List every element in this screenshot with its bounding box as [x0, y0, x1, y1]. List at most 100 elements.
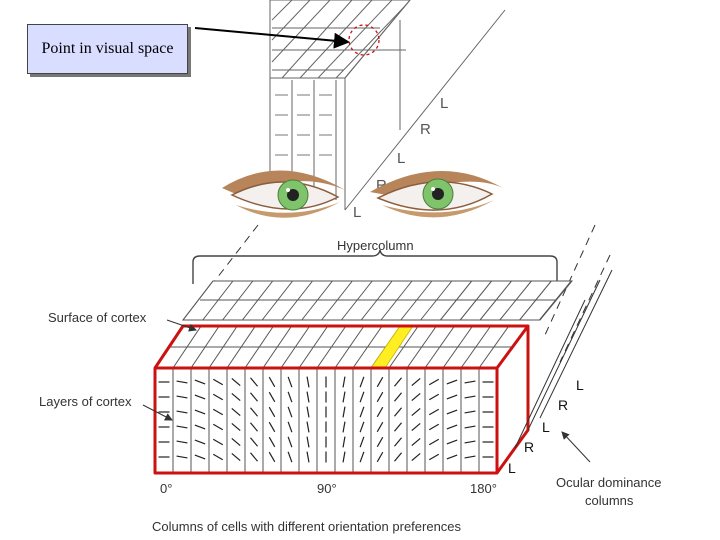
orientation-tick	[464, 380, 476, 384]
orientation-tick	[250, 377, 258, 387]
projection-dashes	[199, 224, 611, 363]
orientation-tick	[250, 452, 258, 462]
lower-letter-2: R	[558, 397, 568, 413]
orientation-tick	[231, 408, 241, 416]
orientation-tick	[194, 394, 206, 400]
orientation-tick	[464, 410, 476, 414]
orientation-tick	[306, 436, 310, 448]
left-eye	[222, 170, 345, 218]
orientation-tick	[287, 451, 293, 463]
orientation-tick	[250, 407, 258, 417]
orientation-tick	[250, 437, 258, 447]
orientation-tick	[428, 393, 440, 401]
orientation-tick	[464, 455, 476, 459]
orientation-tick	[376, 421, 384, 433]
upper-eye-letters: L R L R L	[353, 95, 448, 221]
orientation-tick	[268, 436, 276, 448]
orientation-tick	[268, 376, 276, 388]
right-eye	[370, 170, 503, 218]
orientation-tick	[306, 406, 310, 418]
ocular-dominance-label-line2: columns	[585, 493, 634, 508]
orientation-tick	[428, 423, 440, 431]
orientation-tick	[428, 378, 440, 386]
orientation-tick	[411, 378, 421, 386]
orientation-tick	[212, 438, 224, 446]
orientation-columns-caption: Columns of cells with different orientat…	[152, 519, 462, 534]
upper-letter-3: L	[397, 150, 405, 167]
orientation-tick	[428, 408, 440, 416]
orientation-tick	[394, 392, 402, 402]
orientation-tick	[464, 425, 476, 429]
orientation-tick	[194, 439, 206, 445]
lower-letter-3: L	[542, 419, 550, 435]
orientation-tick	[342, 391, 346, 403]
orientation-tick	[394, 422, 402, 432]
orientation-tick	[342, 451, 346, 463]
orientation-tick	[250, 392, 258, 402]
orientation-tick	[287, 376, 293, 388]
orientation-tick	[464, 440, 476, 444]
orientation-tick	[359, 451, 365, 463]
orientation-tick	[306, 391, 310, 403]
orientation-tick	[428, 453, 440, 461]
surface-of-cortex-label: Surface of cortex	[48, 310, 147, 325]
lower-letter-4: R	[524, 439, 534, 455]
orientation-tick	[194, 424, 206, 430]
hypercolumn-brace	[192, 249, 558, 284]
orientation-tick	[446, 454, 458, 460]
orientation-tick	[306, 376, 310, 388]
orientation-tick	[212, 423, 224, 431]
orientation-tick	[176, 410, 188, 414]
orientation-tick	[176, 455, 188, 459]
orientation-tick	[342, 436, 346, 448]
column-dividers	[172, 368, 480, 473]
orientation-tick	[231, 378, 241, 386]
surface-hatching-upper	[182, 280, 572, 321]
orientation-tick	[194, 379, 206, 385]
orientation-tick	[411, 423, 421, 431]
orientation-tick	[359, 421, 365, 433]
orientation-tick	[231, 453, 241, 461]
upper-letter-5: L	[353, 204, 361, 221]
orientation-tick	[394, 407, 402, 417]
orientation-tick	[376, 406, 384, 418]
orientation-tick	[287, 406, 293, 418]
orientation-tick	[342, 406, 346, 418]
label-pointers	[142, 319, 591, 463]
orientation-tick	[212, 408, 224, 416]
orientation-tick	[287, 436, 293, 448]
layers-of-cortex-label: Layers of cortex	[39, 394, 132, 409]
orientation-tick	[194, 409, 206, 415]
lower-eye-letters: L R L R L	[508, 377, 584, 476]
orientation-tick	[464, 395, 476, 399]
orientation-tick	[359, 376, 365, 388]
orientation-tick	[446, 409, 458, 415]
orientation-tick	[268, 406, 276, 418]
orientation-tick	[194, 454, 206, 460]
visual-point-marker	[348, 24, 380, 56]
orientation-tick	[411, 393, 421, 401]
orientation-tick	[446, 424, 458, 430]
orientation-tick	[411, 438, 421, 446]
orientation-tick	[359, 391, 365, 403]
orientation-tick	[212, 453, 224, 461]
lower-letter-1: L	[576, 377, 584, 393]
upper-letter-1: L	[440, 95, 448, 112]
ocular-dominance-lines	[514, 269, 613, 449]
orientation-tick	[268, 391, 276, 403]
orientation-tick	[287, 421, 293, 433]
orientation-tick	[306, 451, 310, 463]
lower-letter-5: L	[508, 460, 516, 476]
orientation-tick	[212, 393, 224, 401]
orientation-tick	[287, 391, 293, 403]
surface-hatch-line	[182, 280, 214, 321]
angle-0-label: 0°	[160, 481, 172, 496]
orientation-tick	[376, 436, 384, 448]
orientation-tick	[176, 380, 188, 384]
ocular-dominance-label-line1: Ocular dominance	[556, 475, 662, 490]
orientation-tick	[376, 451, 384, 463]
orientation-tick	[446, 394, 458, 400]
upper-letter-4: R	[376, 177, 387, 194]
orientation-tick	[376, 391, 384, 403]
